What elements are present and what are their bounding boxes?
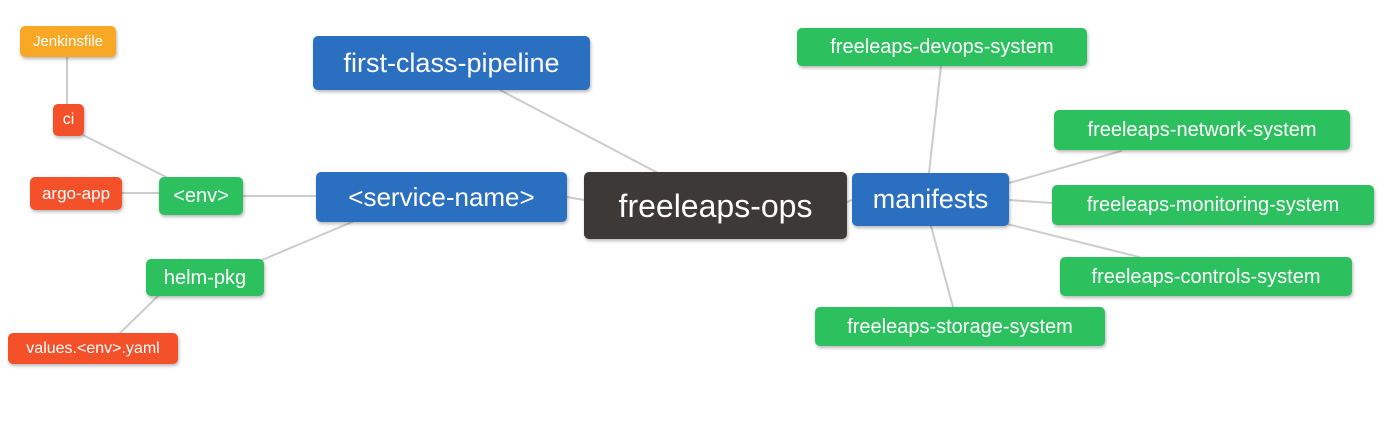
edge-helm-pkg-to-values-env-yaml xyxy=(119,295,159,334)
edge-manifests-to-freeleaps-controls-system xyxy=(1006,223,1140,258)
node-argo-app[interactable]: argo-app xyxy=(30,177,122,210)
edge-manifests-to-freeleaps-devops-system xyxy=(928,65,942,174)
node-first-class-pipeline[interactable]: first-class-pipeline xyxy=(313,36,590,90)
edge-ci-to-env xyxy=(82,134,169,179)
node-ci[interactable]: ci xyxy=(53,104,84,136)
edge-manifests-to-freeleaps-network-system xyxy=(1008,150,1122,184)
edge-freeleaps-ops-to-manifests xyxy=(846,199,853,203)
node-values-env-yaml[interactable]: values.<env>.yaml xyxy=(8,333,178,364)
node-service-name[interactable]: <service-name> xyxy=(316,172,567,222)
node-freeleaps-ops[interactable]: freeleaps-ops xyxy=(584,172,847,239)
edge-service-name-to-freeleaps-ops xyxy=(566,196,585,201)
node-freeleaps-devops-system[interactable]: freeleaps-devops-system xyxy=(797,28,1087,66)
node-freeleaps-network-system[interactable]: freeleaps-network-system xyxy=(1054,110,1350,150)
node-jenkinsfile[interactable]: Jenkinsfile xyxy=(20,26,116,57)
node-helm-pkg[interactable]: helm-pkg xyxy=(146,259,264,296)
node-freeleaps-monitoring-system[interactable]: freeleaps-monitoring-system xyxy=(1052,185,1374,225)
edge-first-class-pipeline-to-freeleaps-ops xyxy=(499,89,659,174)
edge-manifests-to-freeleaps-storage-system xyxy=(930,225,954,308)
edge-service-name-to-helm-pkg xyxy=(261,221,353,261)
edge-manifests-to-freeleaps-monitoring-system xyxy=(1008,199,1053,204)
node-freeleaps-controls-system[interactable]: freeleaps-controls-system xyxy=(1060,257,1352,296)
node-freeleaps-storage-system[interactable]: freeleaps-storage-system xyxy=(815,307,1105,346)
node-env[interactable]: <env> xyxy=(159,177,243,215)
node-manifests[interactable]: manifests xyxy=(852,173,1009,226)
